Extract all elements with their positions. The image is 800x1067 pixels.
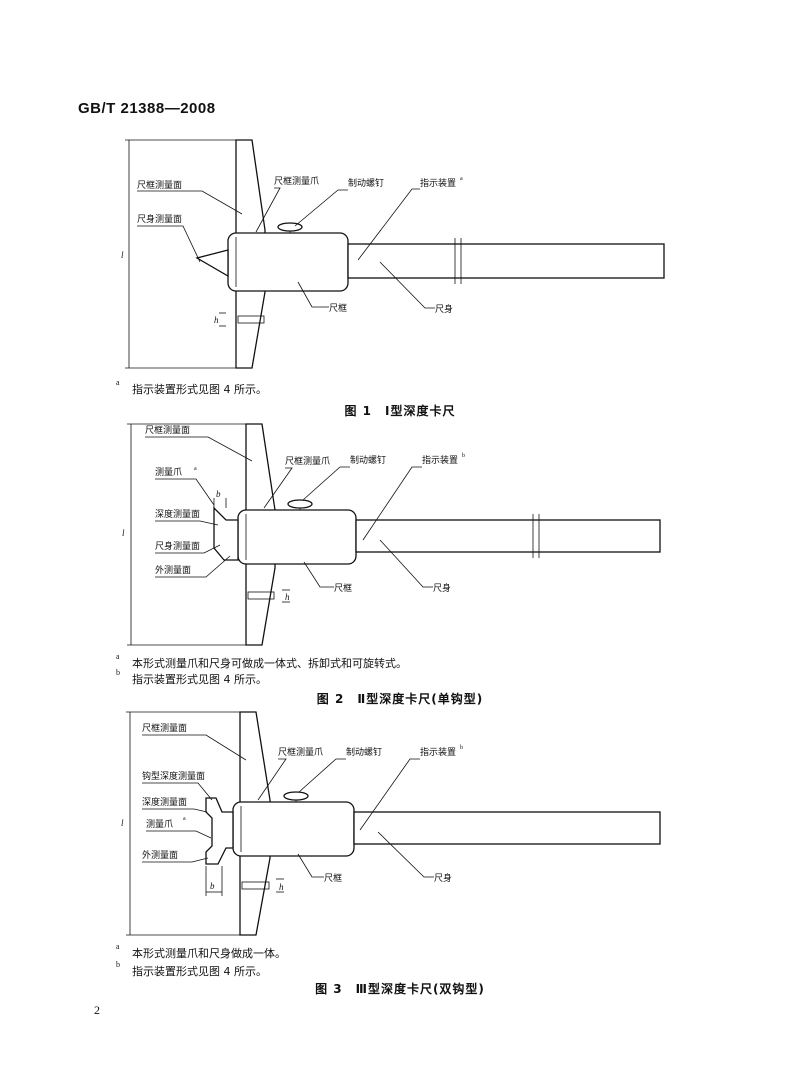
- label-body-face: 尺身测量面: [155, 540, 200, 552]
- jaw-mark: a: [183, 816, 186, 822]
- frame-sleeve: [232, 801, 355, 857]
- note-2a: a 本形式测量爪和尺身可做成一体式、拆卸式和可旋转式。: [116, 652, 407, 671]
- figure-2: l b h 尺框测量面 测量爪 a 深度测量面 尺身测量面: [116, 423, 661, 706]
- note-mark: a: [116, 942, 120, 951]
- indicator-mark: b: [460, 745, 463, 751]
- note-mark: b: [116, 960, 120, 969]
- figure-3: l b h 尺框测量面 钩型深度测量面 深度测量面 测量爪 a 外: [116, 711, 661, 996]
- label-frame-jaw: 尺框测量爪: [278, 746, 323, 758]
- measuring-hook: [205, 797, 234, 865]
- note-mark: a: [116, 652, 120, 661]
- caption-figure-2: 图 2 Ⅱ型深度卡尺(单钩型): [316, 692, 484, 706]
- label-hook-face: 钩型深度测量面: [142, 770, 205, 782]
- label-frame-face: 尺框测量面: [142, 722, 187, 734]
- figure-1-drawing: l h 尺框测量面 尺身测量面 尺框测量爪 制动螺钉 指示装置 a: [121, 139, 665, 369]
- dim-b-label: b: [216, 489, 221, 499]
- label-body: 尺身: [435, 303, 453, 315]
- indicator-mark: b: [462, 453, 465, 459]
- label-screw: 制动螺钉: [348, 177, 384, 189]
- dim-l-label: l: [121, 818, 124, 828]
- note-text: 本形式测量爪和尺身可做成一体式、拆卸式和可旋转式。: [132, 657, 407, 670]
- figure-3-drawing: l b h 尺框测量面 钩型深度测量面 深度测量面 测量爪 a 外: [121, 711, 661, 936]
- jaw-mark: a: [194, 466, 197, 472]
- note-3b: b 指示装置形式见图 4 所示。: [116, 960, 267, 979]
- note-1a: a 指示装置形式见图 4 所示。: [116, 378, 267, 397]
- caption-figure-1: 图 1 Ⅰ型深度卡尺: [344, 404, 456, 418]
- label-indicator: 指示装置: [420, 746, 456, 758]
- label-depth-face: 深度测量面: [142, 796, 187, 808]
- label-indicator: 指示装置: [420, 177, 456, 189]
- label-body: 尺身: [434, 872, 452, 884]
- standard-code: GB/T 21388—2008: [78, 100, 216, 117]
- dim-h-label: h: [285, 592, 290, 602]
- label-jaw: 测量爪: [146, 819, 173, 830]
- indicator-mark: a: [460, 176, 463, 182]
- label-frame-jaw: 尺框测量爪: [274, 175, 319, 187]
- note-mark: b: [116, 668, 120, 677]
- label-frame: 尺框: [324, 872, 342, 884]
- dim-h-label: h: [214, 315, 219, 325]
- label-screw: 制动螺钉: [350, 454, 386, 466]
- page-number: 2: [94, 1003, 100, 1017]
- label-depth-face: 深度测量面: [155, 508, 200, 520]
- label-frame: 尺框: [334, 582, 352, 594]
- label-body-face: 尺身测量面: [137, 213, 182, 225]
- label-frame: 尺框: [329, 302, 347, 314]
- screw: [283, 791, 309, 801]
- label-frame-face: 尺框测量面: [145, 424, 190, 436]
- label-indicator: 指示装置: [422, 454, 458, 466]
- note-text: 指示装置形式见图 4 所示。: [132, 383, 267, 396]
- ruler-body: [347, 243, 665, 279]
- caption-figure-3: 图 3 Ⅲ型深度卡尺(双钩型): [315, 982, 485, 996]
- note-mark: a: [116, 378, 120, 387]
- figure-1: l h 尺框测量面 尺身测量面 尺框测量爪 制动螺钉 指示装置 a: [0, 0, 800, 420]
- label-outer-face: 外测量面: [142, 849, 178, 861]
- body-tip: [195, 249, 229, 278]
- note-text: 指示装置形式见图 4 所示。: [132, 673, 267, 686]
- note-3a: a 本形式测量爪和尺身做成一体。: [116, 942, 286, 961]
- label-screw: 制动螺钉: [346, 746, 382, 758]
- ruler-body: [355, 519, 661, 553]
- label-body: 尺身: [433, 582, 451, 594]
- dim-h-label: h: [279, 882, 284, 892]
- label-outer-face: 外测量面: [155, 564, 191, 576]
- note-2b: b 指示装置形式见图 4 所示。: [116, 668, 267, 687]
- figure-2-drawing: l b h 尺框测量面 测量爪 a 深度测量面 尺身测量面: [122, 423, 661, 646]
- label-jaw: 测量爪: [155, 467, 182, 478]
- dim-b-label: b: [210, 881, 215, 891]
- label-frame-jaw: 尺框测量爪: [285, 455, 330, 467]
- dim-l-label: l: [121, 250, 124, 260]
- dim-l-label: l: [122, 528, 125, 538]
- label-frame-face: 尺框测量面: [137, 179, 182, 191]
- note-text: 指示装置形式见图 4 所示。: [132, 965, 267, 978]
- note-text: 本形式测量爪和尺身做成一体。: [132, 947, 286, 960]
- ruler-body: [353, 811, 661, 845]
